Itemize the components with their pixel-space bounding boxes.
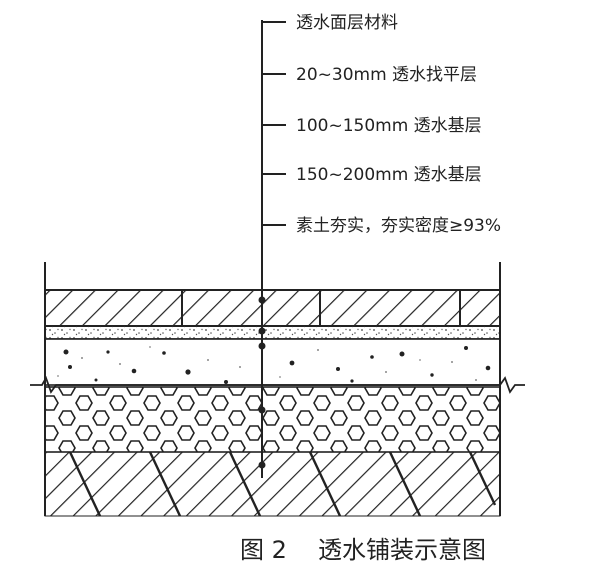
compacted-subgrade-layer [44,451,501,517]
figure-title: 透水铺装示意图 [318,536,486,564]
label-surface-material: 透水面层材料 [296,13,398,33]
leader-ticks [262,21,286,226]
leveling-layer [44,325,501,340]
figure-number: 图 2 [240,536,287,564]
leader-dots [258,296,266,469]
label-compacted-subgrade: 素土夯实，夯实密度≥93% [296,216,501,236]
label-base-layer-lower: 150~200mm 透水基层 [296,165,482,185]
surface-paver-layer [44,289,501,327]
label-base-layer-upper: 100~150mm 透水基层 [296,116,482,136]
base-layer-upper [44,338,501,386]
label-leveling-layer: 20~30mm 透水找平层 [296,65,477,85]
base-layer-lower [44,386,501,453]
